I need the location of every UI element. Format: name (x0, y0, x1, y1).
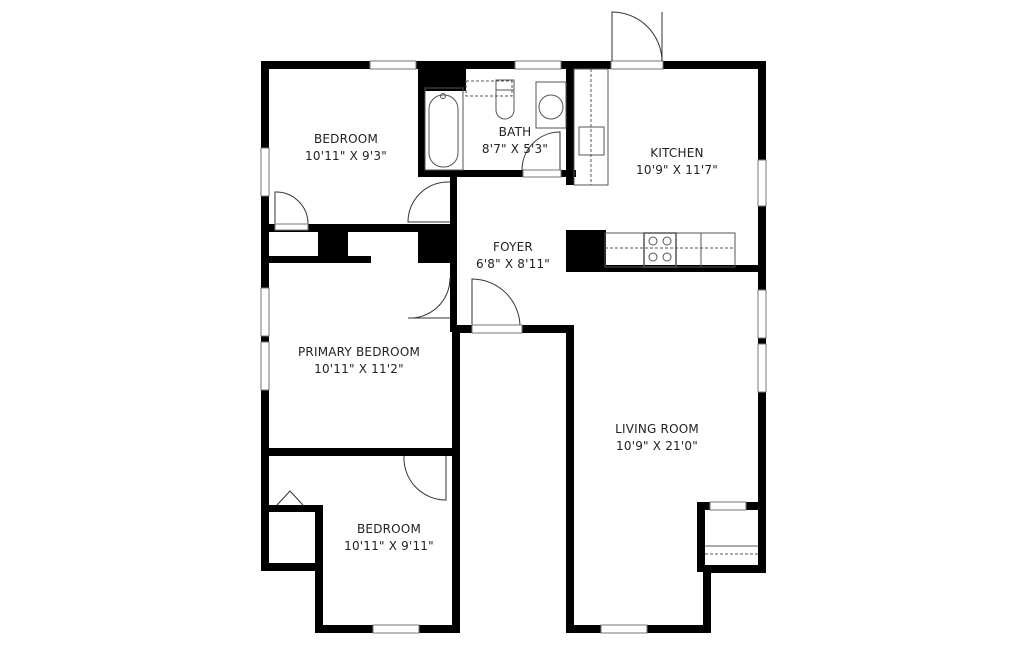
room-name: BEDROOM (313, 132, 379, 146)
room-dimensions: 10'11" X 11'2" (314, 362, 404, 376)
windows (260, 60, 767, 634)
room-dimensions: 8'7" X 5'3" (481, 142, 549, 156)
room-dimensions: 10'11" X 9'3" (305, 149, 387, 163)
room-label-kitchen: KITCHEN 10'9" X 11'7" (636, 145, 718, 179)
room-dimensions: 10'11" X 9'11" (344, 539, 434, 553)
room-name: PRIMARY BEDROOM (297, 345, 421, 359)
room-name: BEDROOM (356, 522, 422, 536)
room-name: FOYER (493, 240, 533, 254)
room-name: LIVING ROOM (615, 422, 699, 436)
walls (261, 61, 766, 633)
room-label-living-room: LIVING ROOM 10'9" X 21'0" (615, 421, 699, 455)
room-name: BATH (498, 125, 532, 139)
room-dimensions: 10'9" X 11'7" (636, 163, 718, 177)
doors (274, 11, 663, 506)
room-label-bath: BATH 8'7" X 5'3" (482, 124, 548, 158)
room-name: KITCHEN (650, 146, 704, 160)
room-label-bedroom-1: BEDROOM 10'11" X 9'3" (305, 131, 387, 165)
room-label-bedroom-2: BEDROOM 10'11" X 9'11" (344, 521, 434, 555)
fixtures (424, 68, 758, 555)
room-label-primary-bedroom: PRIMARY BEDROOM 10'11" X 11'2" (298, 344, 420, 378)
room-dimensions: 6'8" X 8'11" (475, 257, 551, 271)
room-label-foyer: FOYER 6'8" X 8'11" (476, 239, 550, 273)
room-dimensions: 10'9" X 21'0" (616, 439, 698, 453)
